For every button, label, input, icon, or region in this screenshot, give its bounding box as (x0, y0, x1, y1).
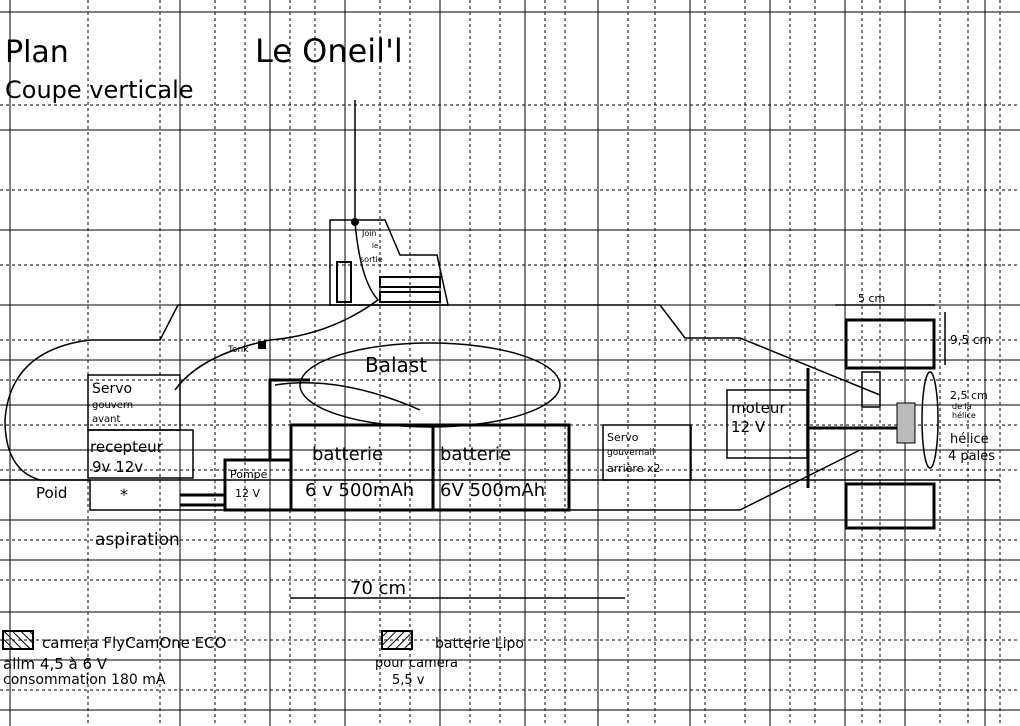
subtitle: Coupe verticale (5, 76, 194, 104)
title-plan: Plan (5, 35, 69, 70)
legend-camera-consumption: consommation 180 mA (3, 672, 166, 688)
asterisk: * (120, 485, 128, 504)
conning-tower (174, 100, 449, 391)
tank-label: Tonk (227, 345, 249, 355)
title-name: Le Oneil'l (255, 32, 403, 70)
battery1-label: 6 v 500mAh (305, 480, 414, 501)
legend-battery-title: batterie Lipo (435, 636, 524, 652)
legend: camera FlyCamOne ECO alim 4,5 à 6 V cons… (2, 630, 524, 688)
weight-label: Poid (36, 484, 67, 502)
prop-size-label: hélice (952, 410, 976, 420)
tower-label: le (372, 242, 378, 250)
servo-rear-label: arrière x2 (607, 462, 660, 475)
servo-front-label: Servo (92, 381, 132, 397)
prop-size-label: de la (952, 402, 972, 411)
battery2-label: 6V 500mAh (440, 480, 545, 501)
tower-label: Join (361, 229, 377, 238)
battery1-label: batterie (312, 444, 383, 465)
legend-camera-power: alim 4,5 à 6 V (3, 655, 108, 673)
receiver-label: recepteur (90, 438, 164, 456)
servo-rear-label: gouvernail (607, 448, 655, 458)
legend-battery-voltage: 5,5 v (392, 673, 425, 688)
motor-label: 12 V (731, 418, 766, 436)
servo-front-label: gouvern (92, 400, 133, 411)
servo-front-label: avant (92, 414, 121, 425)
battery2-label: batterie (440, 444, 511, 465)
ballast-label: Balast (365, 353, 427, 377)
pump-label: Pompe (230, 468, 268, 481)
prop-size-label: 2,5 cm (950, 389, 988, 402)
rudder-height-label: 9,5 cm (950, 333, 991, 347)
length-label: 70 cm (350, 578, 406, 599)
legend-battery-purpose: pour camera (375, 656, 458, 671)
rudder-width-label: 5 cm (858, 292, 885, 305)
motor-label: moteur (731, 399, 786, 417)
propeller-label: hélice (950, 432, 989, 447)
servo-rear-label: Servo (607, 431, 639, 444)
propeller-label: 4 pales (948, 449, 995, 464)
legend-camera-title: camera FlyCamOne ECO (42, 634, 226, 652)
receiver-label: 9v 12v (92, 458, 143, 476)
tower-label: sortie (360, 255, 383, 264)
aspiration-label: aspiration (95, 530, 180, 550)
pump-label: 12 V (235, 487, 260, 500)
ballast-tank (299, 342, 561, 428)
